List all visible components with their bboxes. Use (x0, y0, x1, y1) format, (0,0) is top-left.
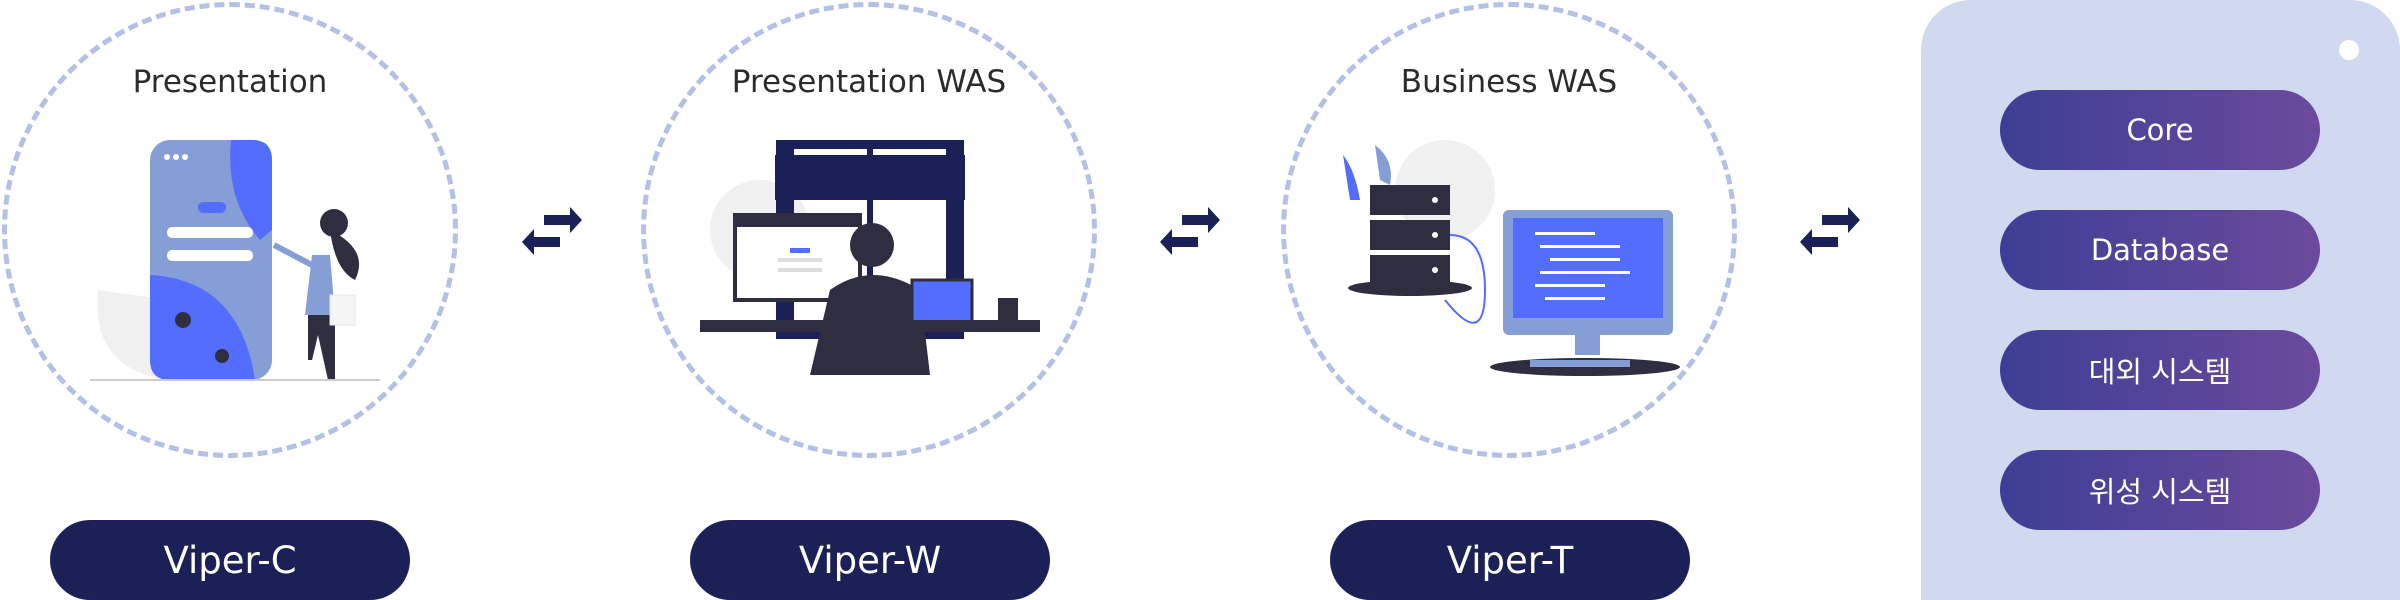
product-viper-t: Viper-T (1330, 520, 1690, 600)
tier-title: Business WAS (1400, 64, 1618, 100)
tier-business-was-circle (1281, 2, 1737, 458)
bidirectional-arrows-icon (1800, 207, 1860, 255)
bidirectional-arrows-icon (522, 207, 582, 255)
backend-item-database: Database (2000, 210, 2320, 290)
backend-item-core: Core (2000, 90, 2320, 170)
panel-indicator-dot (2339, 40, 2359, 60)
bidirectional-arrows-icon (1160, 207, 1220, 255)
developer-workstation-illustration (700, 140, 1040, 375)
tier-presentation-was-circle (641, 2, 1097, 458)
tier-presentation-circle (2, 2, 458, 458)
server-computer-illustration (1343, 140, 1680, 376)
tier-title: Presentation (132, 64, 328, 100)
product-viper-c: Viper-C (50, 520, 410, 600)
backend-item-satellite-system: 위성 시스템 (2000, 450, 2320, 530)
mobile-app-illustration (90, 140, 380, 381)
product-viper-w: Viper-W (690, 520, 1050, 600)
tier-title: Presentation WAS (731, 64, 1007, 100)
backend-item-external-system: 대외 시스템 (2000, 330, 2320, 410)
